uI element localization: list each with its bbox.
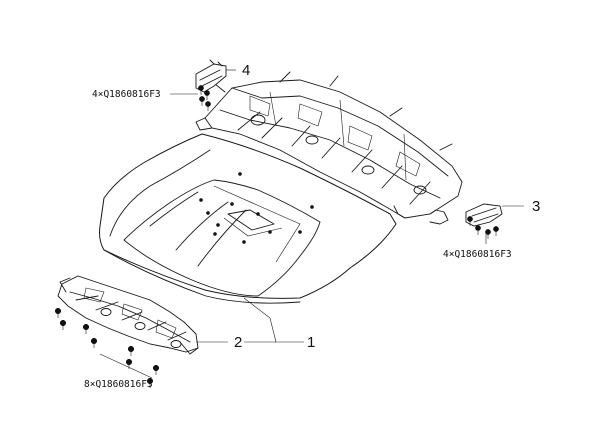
latch-support-panel xyxy=(54,275,199,388)
quantity-label-part-3: 4×Q1860816F3 xyxy=(443,249,512,260)
bolt-set-right-hinge xyxy=(467,216,499,239)
callout-1: 1 xyxy=(307,334,315,351)
hood-panel xyxy=(99,133,397,304)
hood-fastener-points xyxy=(199,172,314,244)
cowl-cross-member xyxy=(195,71,463,225)
leader-lines xyxy=(99,69,524,379)
callout-4: 4 xyxy=(242,62,250,79)
bolt-set-latch-support xyxy=(54,307,160,388)
quantity-label-part-2: 8×Q1860816F3 xyxy=(84,379,153,390)
quantity-label-part-4: 4×Q1860816F3 xyxy=(92,89,161,100)
callout-3: 3 xyxy=(532,198,540,215)
callout-2: 2 xyxy=(234,334,242,351)
hinge-bracket-left xyxy=(195,59,227,111)
hinge-bracket-right xyxy=(465,203,503,239)
bolt-set-left-hinge xyxy=(198,85,211,111)
